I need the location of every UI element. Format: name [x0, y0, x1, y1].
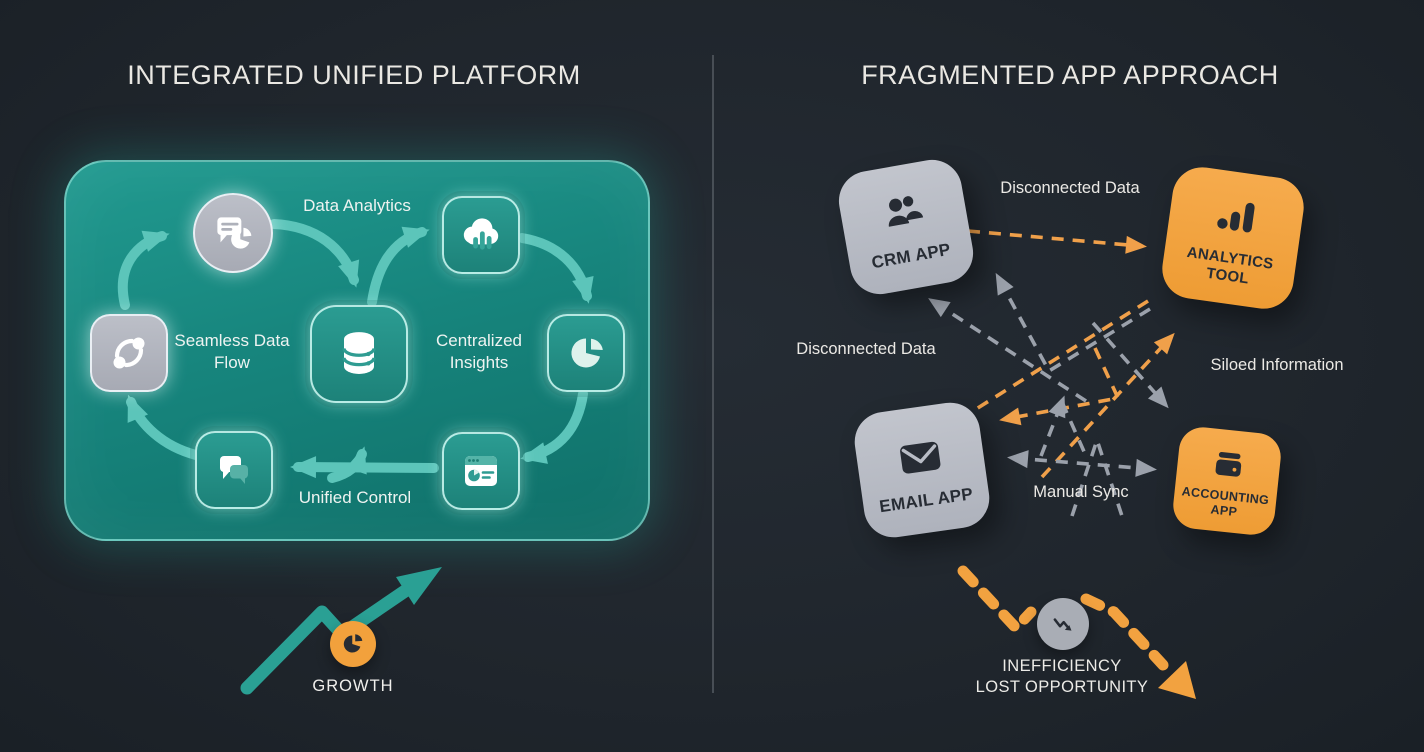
report-tile: [193, 193, 273, 273]
app-name-email: EMAIL APP: [878, 483, 975, 516]
label-data-analytics: Data Analytics: [303, 196, 411, 215]
cloud-analytics-icon: [463, 218, 499, 250]
dashboard-browser-icon: [465, 456, 497, 486]
growth-label: GROWTH: [312, 677, 394, 695]
app-tile-email: EMAIL APP: [850, 398, 994, 542]
chat-tile: [195, 431, 273, 509]
dashboard-tile: [442, 432, 520, 510]
database-icon: [342, 332, 376, 374]
trend-down-icon: [1053, 618, 1072, 631]
inefficiency-line2: LOST OPPORTUNITY: [975, 678, 1149, 696]
label-seamless-data-flow: Seamless Data Flow: [174, 331, 290, 372]
bar-chart-icon: [1217, 203, 1255, 233]
app-tile-accounting: ACCOUNTING APP: [1170, 424, 1284, 538]
label-centralized-insights: Centralized Insights: [436, 331, 522, 372]
data-flow-icon: [113, 337, 145, 369]
app-name-accounting: ACCOUNTING APP: [1181, 484, 1270, 519]
report-chat-pie-icon: [217, 217, 252, 249]
label-disconnected-data-top: Disconnected Data: [1000, 179, 1140, 197]
pie-chart-tile: [547, 314, 625, 392]
inefficiency-line1: INEFFICIENCY: [1002, 657, 1122, 675]
database-tile: [310, 305, 408, 403]
growth-pie-badge: [330, 621, 376, 667]
left-title: INTEGRATED UNIFIED PLATFORM: [127, 60, 581, 90]
right-title: FRAGMENTED APP APPROACH: [861, 60, 1279, 90]
label-disconnected-data-left: Disconnected Data: [796, 340, 936, 358]
users-icon: [888, 195, 924, 227]
wallet-icon: [1215, 452, 1242, 477]
trend-down-badge: [1037, 598, 1089, 650]
app-name-crm: CRM APP: [870, 239, 953, 273]
app-name-analytics: ANALYTICS TOOL: [1185, 244, 1275, 288]
app-tile-crm: CRM APP: [834, 155, 978, 299]
app-tile-analytics: ANALYTICS TOOL: [1158, 163, 1308, 313]
chat-bubbles-icon: [220, 456, 248, 484]
pie-chart-icon: [571, 338, 603, 368]
envelope-icon: [900, 441, 941, 474]
vertical-divider: [712, 55, 714, 693]
platform-flow-arrows: [117, 219, 594, 483]
label-siloed-information: Siloed Information: [1210, 356, 1344, 374]
cloud-analytics-tile: [442, 196, 520, 274]
label-unified-control: Unified Control: [298, 488, 412, 507]
data-flow-tile: [90, 314, 168, 392]
pie-badge-icon: [343, 634, 363, 653]
inefficiency-label: INEFFICIENCY LOST OPPORTUNITY: [912, 656, 1212, 698]
unified-platform-panel: Data Analytics Seamless Data Flow Centra…: [64, 160, 650, 541]
label-manual-sync: Manual Sync: [1033, 483, 1129, 501]
